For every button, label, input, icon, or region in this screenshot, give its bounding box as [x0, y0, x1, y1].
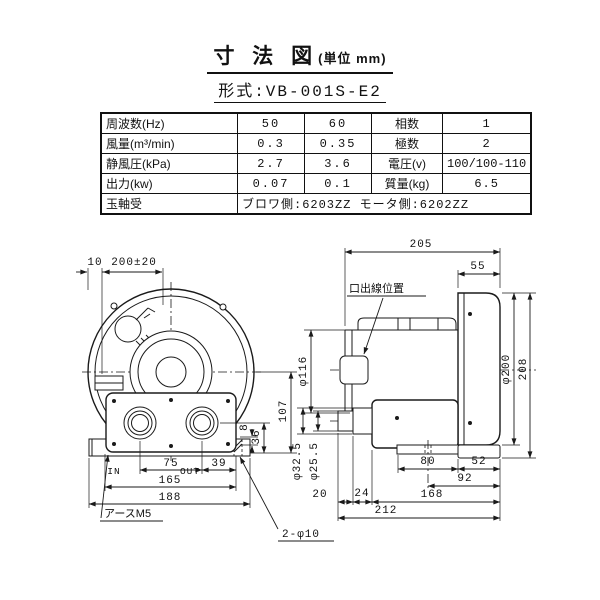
- dim-55: 55: [470, 261, 485, 273]
- holes-2-phi10-label: 2-φ10: [282, 529, 320, 541]
- dim-39: 39: [211, 458, 226, 470]
- spec-label: 周波数(Hz): [100, 112, 238, 134]
- dia-25-5: φ25.5: [309, 442, 321, 480]
- spec-label: 出力(kw): [100, 173, 238, 194]
- table-row: 玉軸受 ブロワ側:6203ZZ モータ側:6202ZZ: [100, 193, 532, 215]
- dim-8: 8: [239, 423, 251, 431]
- spec-value: 60: [304, 112, 372, 134]
- dim-24: 24: [354, 488, 369, 500]
- lead-wire-box: [339, 355, 369, 385]
- earth-m5-label: アースM5: [104, 508, 151, 520]
- spec-label: 玉軸受: [100, 193, 238, 215]
- port-pipe-side: [337, 407, 373, 435]
- dim-165: 165: [159, 475, 182, 487]
- lead-wire-position-label: 口出線位置: [349, 281, 404, 295]
- spec-label: 相数: [371, 112, 443, 134]
- page-title: 寸 法 図(単位 mm): [207, 40, 393, 74]
- model-label: 形式:: [218, 83, 266, 101]
- spec-value: 3.6: [304, 153, 372, 174]
- dim-200-20: 200±20: [111, 257, 157, 269]
- side-view: 205 55 口出線位置 φ116 φ200 208 φ32.5 φ25.5: [292, 239, 536, 521]
- spec-value: 100/100-110: [442, 153, 532, 174]
- dim-168: 168: [421, 489, 444, 501]
- spec-value: 2.7: [237, 153, 305, 174]
- label-in: IN: [107, 466, 120, 477]
- spec-label: 極数: [371, 133, 443, 154]
- lead-outlet-front: [114, 307, 156, 348]
- dim-52: 52: [471, 456, 486, 468]
- in-port: [123, 406, 157, 440]
- dim-212: 212: [375, 505, 398, 517]
- spec-label: 質量(kg): [371, 173, 443, 194]
- dim-10: 10: [87, 257, 102, 269]
- spec-value: 1: [442, 112, 532, 134]
- pump-housing-side: [371, 399, 459, 449]
- spec-value: 0.3: [237, 133, 305, 154]
- dim-80: 80: [420, 456, 435, 468]
- table-row: 風量(m³/min) 0.3 0.35 極数 2: [100, 133, 532, 154]
- casing-foot: [457, 444, 501, 459]
- drawing-header: 寸 法 図(単位 mm) 形式:VB-001S-E2: [0, 40, 600, 103]
- spec-value: 0.35: [304, 133, 372, 154]
- spec-value: ブロワ側:6203ZZ モータ側:6202ZZ: [237, 193, 532, 215]
- model-line: 形式:VB-001S-E2: [214, 77, 386, 103]
- spec-value: 6.5: [442, 173, 532, 194]
- table-row: 周波数(Hz) 50 60 相数 1: [100, 112, 532, 134]
- title-unit: (単位 mm): [318, 51, 387, 66]
- table-row: 出力(kw) 0.07 0.1 質量(kg) 6.5: [100, 173, 532, 194]
- spec-value: 2: [442, 133, 532, 154]
- dim-92: 92: [457, 473, 472, 485]
- dim-75: 75: [163, 458, 178, 470]
- dim-205: 205: [410, 239, 433, 251]
- spec-table: 周波数(Hz) 50 60 相数 1 風量(m³/min) 0.3 0.35 極…: [100, 112, 533, 215]
- dim-107: 107: [278, 400, 290, 423]
- label-out: OUT: [180, 466, 200, 477]
- table-row: 静風圧(kPa) 2.7 3.6 電圧(v) 100/100-110: [100, 153, 532, 174]
- spec-label: 電圧(v): [371, 153, 443, 174]
- dim-188: 188: [159, 492, 182, 504]
- title-text: 寸 法 図: [213, 45, 319, 68]
- dim-208: 208: [518, 358, 530, 381]
- spec-value: 0.1: [304, 173, 372, 194]
- motor-fins: [357, 317, 457, 330]
- dia-32-5: φ32.5: [292, 442, 304, 480]
- out-port: [185, 406, 219, 440]
- dim-36: 36: [251, 429, 263, 444]
- model-value: VB-001S-E2: [265, 83, 382, 101]
- dia-116: φ116: [298, 356, 310, 386]
- casing-side: [457, 292, 501, 446]
- spec-label: 静風圧(kPa): [100, 153, 238, 174]
- dia-200: φ200: [501, 354, 513, 384]
- spec-value: 0.07: [237, 173, 305, 194]
- spec-label: 風量(m³/min): [100, 133, 238, 154]
- motor-foot: [396, 444, 461, 455]
- dim-20: 20: [312, 489, 327, 501]
- front-view: 10 200±20 8 36 107 IN 75 OUT 39 165 188: [76, 257, 334, 542]
- spec-value: 50: [237, 112, 305, 134]
